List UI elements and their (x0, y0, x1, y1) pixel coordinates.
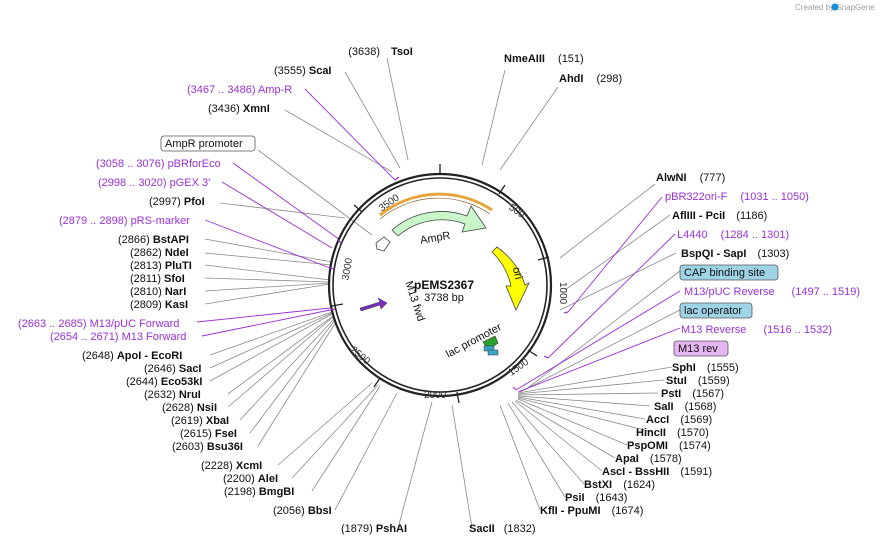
plasmid-length: 3738 bp (424, 292, 464, 304)
plasmid-backbone-inner (332, 177, 548, 393)
primer-site-marks (329, 176, 569, 391)
svg-text:lac operator: lac operator (684, 305, 742, 317)
plasmid-name: pEMS2367 (414, 278, 474, 292)
site-label[interactable]: (2198) BmgBI (224, 486, 294, 498)
tick-marks (331, 164, 550, 404)
site-label[interactable]: PstI (1567) (661, 388, 724, 400)
site-label[interactable]: BstXI (1624) (584, 479, 655, 491)
site-label[interactable]: (2603) Bsu36I (172, 441, 243, 453)
site-label[interactable]: (3638) (348, 46, 380, 58)
primer-label[interactable]: M13 Reverse (1516 .. 1532) (681, 324, 832, 336)
site-label[interactable]: (2646) SacI (144, 363, 202, 375)
site-label[interactable]: NmeAIII (151) (504, 53, 584, 65)
site-label[interactable]: (3555) ScaI (274, 65, 332, 77)
primer-leader-lines (196, 88, 681, 393)
site-label[interactable]: (2997) PfoI (149, 196, 205, 208)
site-label[interactable]: (2862) NdeI (130, 247, 189, 259)
site-label[interactable]: (3436) XmnI (208, 103, 270, 115)
site-label[interactable]: PsiI (1643) (565, 492, 627, 504)
m13-rev-box[interactable]: M13 rev (673, 340, 729, 357)
lac-operator-box[interactable]: lac operator (679, 302, 753, 319)
site-label[interactable]: SphI (1555) (672, 362, 739, 374)
site-label[interactable]: (2809) KasI (130, 299, 188, 311)
site-label[interactable]: PspOMI (1574) (627, 440, 711, 452)
ampr-promoter-arrow (375, 236, 391, 252)
site-label[interactable]: AhdI (298) (559, 73, 622, 85)
site-label[interactable]: StuI (1559) (666, 375, 730, 387)
site-label[interactable]: HincII (1570) (636, 427, 709, 439)
site-label[interactable]: AccI (1569) (646, 414, 712, 426)
orange-feature-bar-outline (379, 197, 491, 220)
ampr-label: AmpR (419, 230, 451, 247)
tick-label: 3000 (340, 257, 355, 281)
snapgene-logo (831, 3, 839, 11)
site-label[interactable]: TsoI (391, 46, 413, 58)
site-label[interactable]: (1879) PshAI (341, 523, 407, 535)
lac-operator-mark (487, 349, 499, 356)
svg-text:M13 rev: M13 rev (678, 343, 718, 355)
primer-label[interactable]: (2654 .. 2671) M13 Forward (50, 331, 186, 343)
site-label[interactable]: KflI - PpuMI (1674) (540, 505, 643, 517)
site-label[interactable]: (2648) ApoI - EcoRI (82, 350, 182, 362)
primer-label[interactable]: (3058 .. 3076) pBRforEco (96, 158, 221, 170)
primer-label[interactable]: (2998 .. 3020) pGEX 3' (98, 177, 210, 189)
site-label[interactable]: AscI - BssHII (1591) (602, 466, 712, 478)
site-label[interactable]: SalI (1568) (654, 401, 716, 413)
site-label[interactable]: ApaI (1578) (615, 453, 682, 465)
site-label[interactable]: (2644) Eco53kI (126, 376, 202, 388)
m13-fwd-arrow (359, 297, 388, 312)
site-label[interactable]: BspQI - SapI (1303) (681, 248, 789, 260)
site-label[interactable]: (2632) NruI (144, 389, 201, 401)
tick-label: 1500 (506, 357, 531, 379)
site-label[interactable]: (2228) XcmI (201, 460, 262, 472)
cap-binding-site-box[interactable]: CAP binding site (679, 264, 779, 281)
orange-feature-bar (379, 192, 493, 217)
primer-label[interactable]: (2879 .. 2898) pRS-marker (59, 215, 190, 227)
primer-label[interactable]: M13/pUC Reverse (1497 .. 1519) (684, 286, 860, 298)
site-label[interactable]: (2200) AleI (223, 473, 278, 485)
primer-label[interactable]: (3467 .. 3486) Amp-R (187, 84, 292, 96)
site-label[interactable]: AlwNI (777) (656, 172, 725, 184)
site-label[interactable]: (2811) SfoI (130, 273, 185, 285)
leader-lines (204, 57, 681, 529)
svg-text:AmpR promoter: AmpR promoter (165, 138, 243, 150)
site-label[interactable]: (2628) NsiI (162, 402, 217, 414)
svg-text:CAP binding site: CAP binding site (684, 267, 765, 279)
site-label[interactable]: (2056) BbsI (273, 505, 332, 517)
site-label[interactable]: (2813) PluTI (130, 260, 192, 272)
ampr-arrow (391, 205, 487, 237)
site-label[interactable]: (2866) BstAPI (118, 234, 189, 246)
site-label[interactable]: (2619) XbaI (171, 415, 229, 427)
site-label[interactable]: AflIII - PciI (1186) (672, 210, 767, 222)
primer-label[interactable]: L4440 (1284 .. 1301) (677, 229, 789, 241)
primer-label[interactable]: pBR322ori-F (1031 .. 1050) (665, 191, 809, 203)
tick-label: 1000 (557, 282, 568, 305)
ori-label: ori (510, 266, 525, 281)
ampr-promoter-box[interactable]: AmpR promoter (160, 135, 256, 152)
site-label[interactable]: (2615) FseI (180, 428, 237, 440)
site-label[interactable]: (2810) NarI (130, 286, 186, 298)
site-label[interactable]: SacII (1832) (469, 523, 536, 535)
primer-label[interactable]: (2663 .. 2685) M13/pUC Forward (18, 318, 179, 330)
ori-arrow (491, 246, 530, 311)
tick-label: 2000 (424, 390, 447, 401)
svg-text:(3638): (3638) (348, 46, 380, 58)
